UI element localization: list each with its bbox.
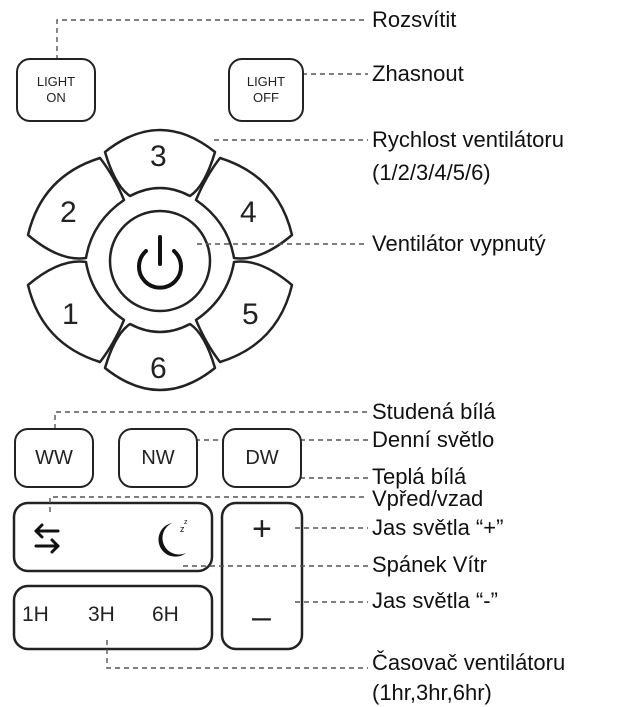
- svg-text:z: z: [184, 519, 188, 526]
- light-on-line1: LIGHT: [36, 74, 76, 89]
- speed-3-label: 3: [150, 140, 167, 173]
- label-warm-white: Teplá bílá: [372, 464, 467, 489]
- speed-2-label: 2: [60, 196, 77, 229]
- speed-4-petal[interactable]: [194, 156, 294, 260]
- timer-button[interactable]: [12, 584, 214, 651]
- speed-3-petal[interactable]: [103, 128, 217, 198]
- speed-1-petal[interactable]: [26, 260, 126, 364]
- power-icon: [137, 235, 183, 290]
- label-timer: Časovač ventilátoru: [372, 650, 566, 675]
- ww-button[interactable]: WW: [14, 428, 94, 488]
- label-light-off: Zhasnout: [372, 61, 464, 86]
- label-sleep-wind: Spánek Vítr: [372, 552, 487, 577]
- label-fan-speed: Rychlost ventilátoru: [372, 127, 564, 152]
- label-timer-values: (1hr,3hr,6hr): [372, 680, 492, 705]
- speed-4-label: 4: [240, 196, 257, 229]
- speed-5-petal[interactable]: [194, 260, 294, 364]
- light-on-line2: ON: [46, 90, 66, 105]
- speed-6-petal[interactable]: [103, 322, 217, 392]
- light-off-line1: LIGHT: [246, 74, 286, 89]
- reverse-arrows-icon: [34, 523, 60, 554]
- label-daylight: Denní světlo: [372, 427, 495, 452]
- light-on-button[interactable]: LIGHT ON: [16, 58, 96, 122]
- leader-lines: [49, 19, 368, 669]
- brightness-minus[interactable]: –: [252, 598, 271, 636]
- label-fan-off: Ventilátor vypnutý: [372, 231, 546, 256]
- moon-sleep-icon: z z: [158, 519, 188, 557]
- timer-1h[interactable]: 1H: [22, 603, 49, 626]
- speed-1-label: 1: [62, 298, 79, 331]
- label-cool-white: Studená bílá: [372, 399, 496, 424]
- light-off-button[interactable]: LIGHT OFF: [228, 58, 304, 122]
- brightness-plus[interactable]: +: [252, 510, 272, 548]
- label-brightness-minus: Jas světla “-”: [372, 588, 498, 613]
- label-light-on: Rozsvítit: [372, 7, 457, 32]
- reverse-sleep-button[interactable]: [12, 501, 214, 573]
- label-brightness-plus: Jas světla “+”: [372, 515, 504, 540]
- brightness-button[interactable]: [220, 501, 304, 651]
- svg-text:z: z: [180, 524, 185, 534]
- timer-6h[interactable]: 6H: [152, 603, 179, 626]
- light-off-line2: OFF: [253, 90, 279, 105]
- dw-button[interactable]: DW: [222, 428, 302, 488]
- speed-6-label: 6: [150, 352, 167, 385]
- speed-2-petal[interactable]: [26, 156, 126, 260]
- label-fan-speed-values: (1/2/3/4/5/6): [372, 160, 491, 185]
- label-forward-reverse: Vpřed/vzad: [372, 486, 484, 511]
- timer-3h[interactable]: 3H: [88, 603, 115, 626]
- nw-button[interactable]: NW: [118, 428, 198, 488]
- speed-5-label: 5: [242, 298, 259, 331]
